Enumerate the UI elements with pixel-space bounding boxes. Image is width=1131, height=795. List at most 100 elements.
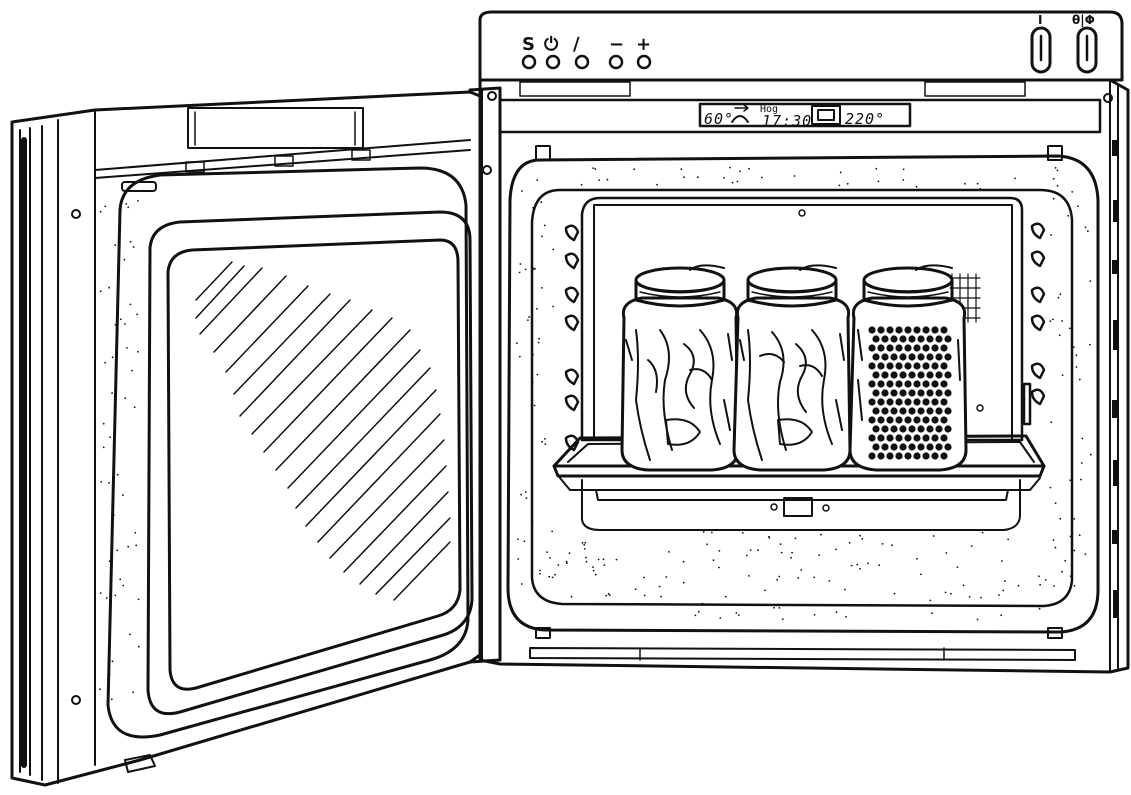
button-minus[interactable]: − <box>608 34 624 70</box>
pea <box>877 416 885 424</box>
pea <box>895 452 903 460</box>
pea <box>931 434 939 442</box>
button-program[interactable]: S <box>521 34 537 70</box>
pea <box>935 389 943 397</box>
pea <box>913 434 921 442</box>
speckle-dot <box>111 660 114 663</box>
speckle-dot <box>877 180 880 183</box>
speckle-dot <box>846 182 849 185</box>
speckle-dot <box>129 303 132 306</box>
speckle-dot <box>597 558 600 561</box>
pea <box>872 371 880 379</box>
pea <box>904 416 912 424</box>
speckle-dot <box>517 558 520 560</box>
pea <box>917 407 925 415</box>
speckle-dot <box>778 607 781 609</box>
speckle-dot <box>531 381 534 384</box>
speckle-dot <box>1069 479 1072 482</box>
speckle-dot <box>594 573 597 576</box>
pea <box>913 344 921 352</box>
speckle-dot <box>776 578 779 581</box>
pea <box>868 416 876 424</box>
pea <box>935 407 943 415</box>
pea <box>940 362 948 370</box>
speckle-dot <box>598 179 601 182</box>
speckle-dot <box>797 577 800 579</box>
speckle-dot <box>779 543 782 545</box>
speckle-dot <box>1057 296 1060 299</box>
speckle-dot <box>902 168 905 171</box>
speckle-dot <box>136 313 139 316</box>
speckle-dot <box>1078 378 1081 381</box>
pea <box>904 380 912 388</box>
pea <box>922 434 930 442</box>
speckle-dot <box>800 569 803 571</box>
pea <box>872 389 880 397</box>
speckle-dot <box>102 446 105 449</box>
svg-text:−: − <box>609 34 624 55</box>
pea <box>881 371 889 379</box>
button-power[interactable]: ⏻ <box>544 34 561 70</box>
speckle-dot <box>634 588 637 591</box>
speckle-dot <box>521 190 523 192</box>
speckle-dot <box>585 556 587 559</box>
speckle-dot <box>682 581 685 584</box>
pea <box>940 416 948 424</box>
pea <box>872 335 880 343</box>
speckle-dot <box>124 323 126 325</box>
speckle-dot <box>603 564 606 566</box>
speckle-dot <box>552 305 555 308</box>
button-plus[interactable]: + <box>636 34 652 70</box>
speckle-dot <box>536 373 539 376</box>
speckle-dot <box>592 566 594 568</box>
speckle-dot <box>844 588 846 591</box>
speckle-dot <box>891 544 893 547</box>
speckle-dot <box>869 603 872 606</box>
speckle-dot <box>531 377 534 380</box>
speckle-dot <box>718 550 721 552</box>
pea <box>944 335 952 343</box>
lcd-display: 60° Hog 17:30 220° <box>498 98 1102 134</box>
speckle-dot <box>517 538 519 540</box>
speckle-dot <box>818 554 821 556</box>
pea <box>931 452 939 460</box>
shelf-runners-right <box>1022 222 1046 426</box>
speckle-dot <box>1038 575 1040 578</box>
pea <box>940 398 948 406</box>
pea <box>926 407 934 415</box>
pea <box>926 443 934 451</box>
pea <box>922 416 930 424</box>
pea <box>899 389 907 397</box>
speckle-dot <box>979 187 982 190</box>
pea <box>868 434 876 442</box>
pea <box>899 353 907 361</box>
pea <box>926 353 934 361</box>
speckle-dot <box>980 596 982 599</box>
speckle-dot <box>132 691 135 694</box>
button-timer[interactable]: ∕ <box>573 34 590 70</box>
knob-function[interactable]: I <box>1030 13 1052 74</box>
speckle-dot <box>565 560 568 563</box>
speckle-dot <box>584 541 587 544</box>
oven-door[interactable] <box>10 90 492 787</box>
speckle-dot <box>531 521 534 523</box>
speckle-dot <box>583 548 586 550</box>
speckle-dot <box>608 594 611 597</box>
pea <box>886 344 894 352</box>
speckle-dot <box>712 559 715 562</box>
speckle-dot <box>1059 293 1062 296</box>
speckle-dot <box>848 542 851 544</box>
speckle-dot <box>773 606 775 609</box>
speckle-dot <box>962 584 965 587</box>
display-time: 17:30 <box>762 112 812 130</box>
knob-temperature[interactable]: θ|Φ <box>1072 13 1098 74</box>
speckle-dot <box>838 184 841 187</box>
pea <box>913 398 921 406</box>
speckle-dot <box>126 347 128 349</box>
pea <box>890 443 898 451</box>
speckle-dot <box>607 592 610 595</box>
oven-cavity <box>506 145 1100 661</box>
pea <box>899 425 907 433</box>
speckle-dot <box>538 337 540 340</box>
